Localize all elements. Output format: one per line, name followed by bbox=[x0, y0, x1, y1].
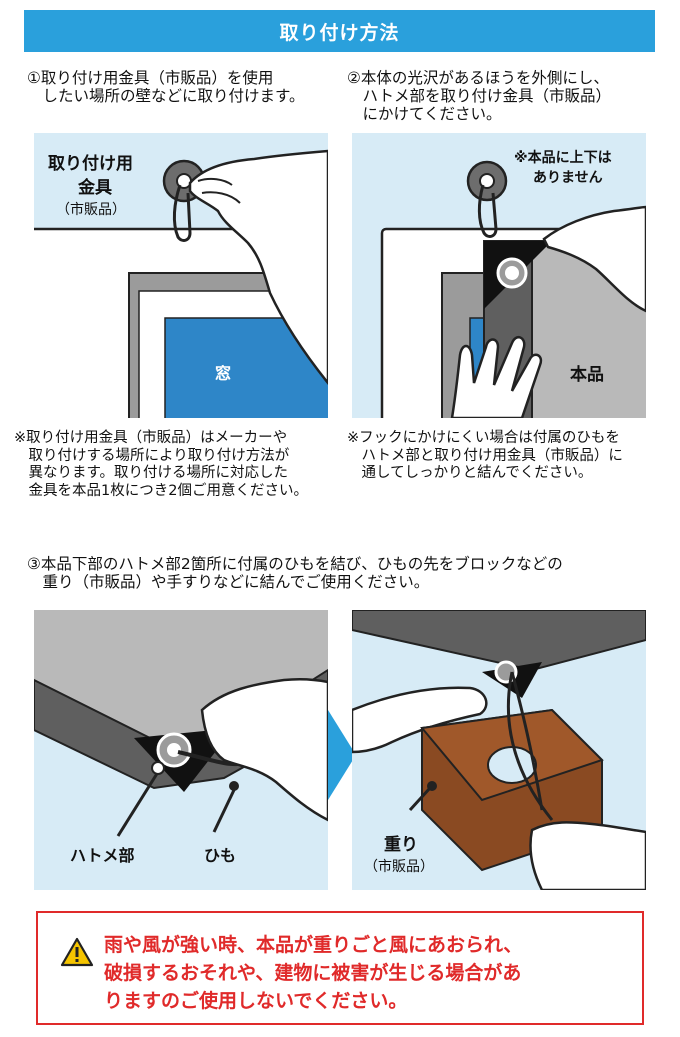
step3-illustration-right: 重り （市販品） bbox=[352, 610, 646, 890]
step1-note: ※取り付け用金具（市販品）はメーカーや 取り付けする場所により取り付け方法が 異… bbox=[14, 430, 308, 499]
grommet-label: ハトメ部 bbox=[70, 846, 135, 865]
step1-drawing bbox=[34, 133, 328, 418]
no-updown-note: ※本品に上下は bbox=[514, 150, 612, 166]
hardware-sub-label: （市販品） bbox=[56, 202, 126, 218]
step3-instruction: ③本品下部のハトメ部2箇所に付属のひもを結び、ひもの先をブロックなどの 重り（市… bbox=[27, 555, 563, 591]
step1-illustration: 取り付け用 金具 （市販品） 窓 bbox=[34, 133, 328, 418]
step1-instruction: ①取り付け用金具（市販品）を使用 したい場所の壁などに取り付けます。 bbox=[27, 69, 305, 105]
step3-right-drawing bbox=[352, 610, 646, 890]
step3-left-drawing bbox=[34, 610, 328, 890]
step3-illustration-left: ハトメ部 ひも bbox=[34, 610, 328, 890]
step2-instruction: ②本体の光沢があるほうを外側にし、 ハトメ部を取り付け金具（市販品） にかけてく… bbox=[347, 69, 611, 123]
step2-illustration: ※本品に上下は ありません 本品 bbox=[352, 133, 646, 418]
no-updown-note-2: ありません bbox=[533, 170, 603, 186]
product-label: 本品 bbox=[570, 365, 604, 385]
window-label: 窓 bbox=[215, 364, 232, 383]
hardware-label: 取り付け用 bbox=[48, 154, 133, 174]
warning-box: 雨や風が強い時、本品が重りごと風にあおられ、 破損するおそれや、建物に被害が生じ… bbox=[36, 911, 644, 1025]
next-step-arrow-icon bbox=[328, 710, 356, 800]
warning-triangle-icon bbox=[60, 937, 94, 967]
page-title: 取り付け方法 bbox=[24, 10, 655, 52]
step2-note: ※フックにかけにくい場合は付属のひもを ハトメ部と取り付け用金具（市販品）に 通… bbox=[347, 430, 623, 481]
warning-text: 雨や風が強い時、本品が重りごと風にあおられ、 破損するおそれや、建物に被害が生じ… bbox=[104, 934, 523, 1012]
weight-label: 重り bbox=[384, 835, 418, 855]
hardware-label-2: 金具 bbox=[78, 178, 112, 198]
step2-drawing bbox=[352, 133, 646, 418]
string-label: ひも bbox=[204, 846, 237, 865]
weight-sub-label: （市販品） bbox=[364, 859, 434, 875]
